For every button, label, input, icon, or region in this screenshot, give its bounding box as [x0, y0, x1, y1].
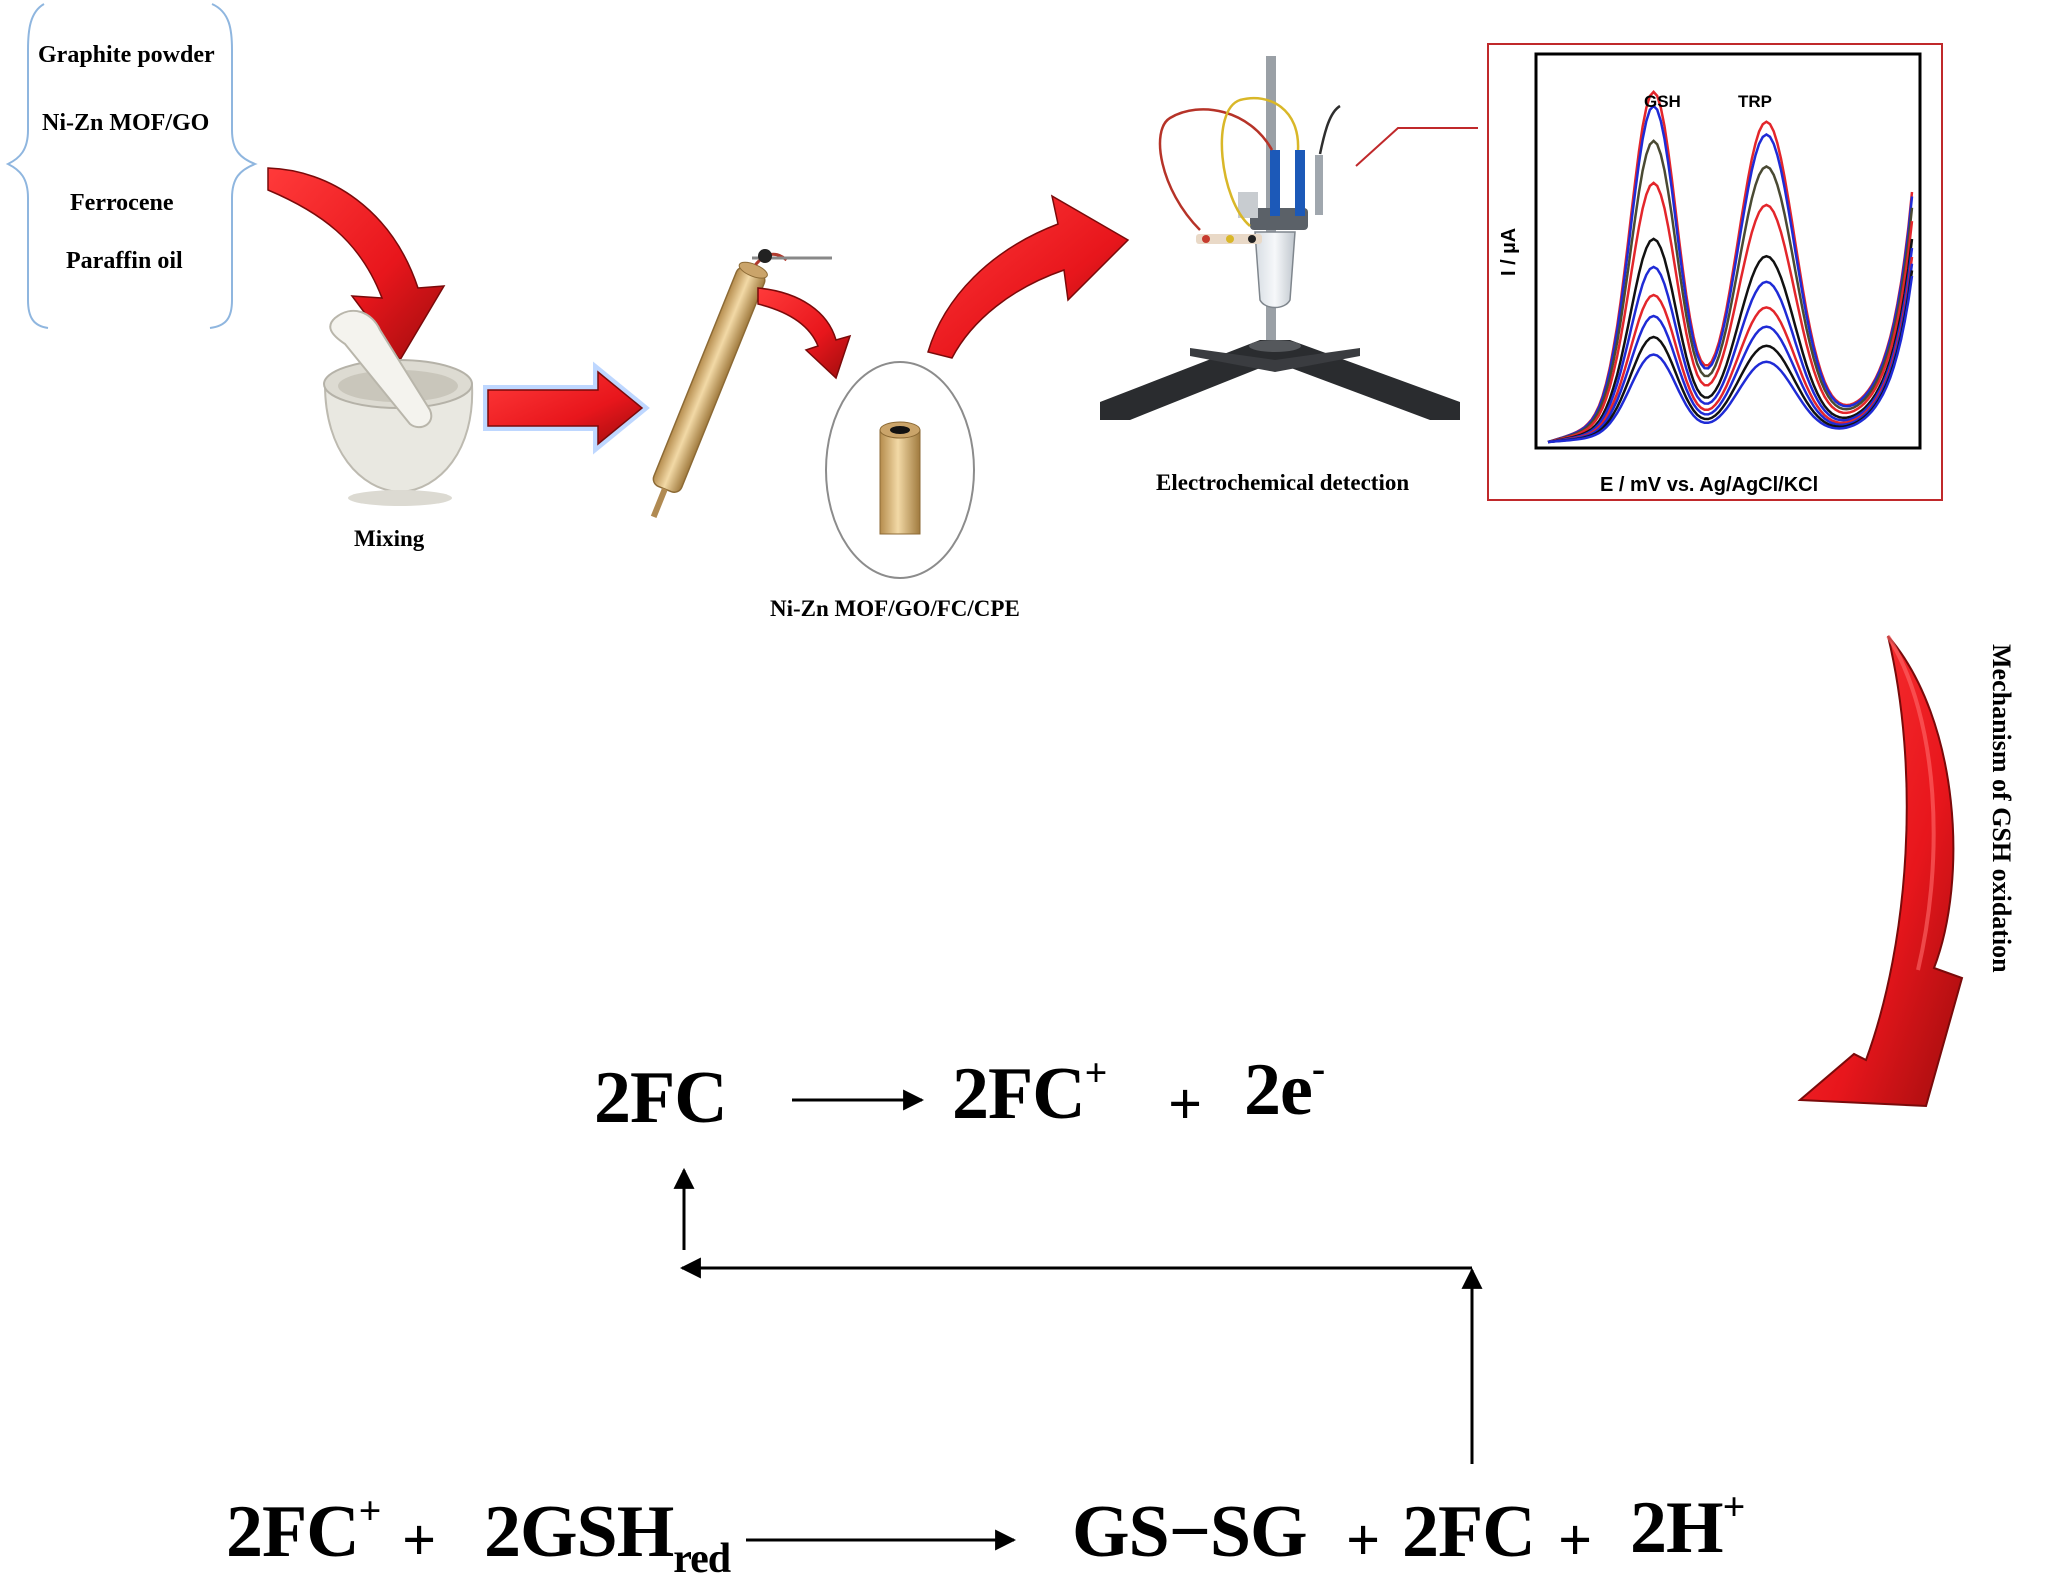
reaction2-plus1: + [402, 1507, 436, 1573]
ingredient-ferrocene: Ferrocene [70, 190, 174, 216]
voltammogram-curve [1547, 270, 1914, 444]
caption-detection: Electrochemical detection [1156, 470, 1410, 495]
reaction2-reactant1: 2FC+ [226, 1488, 382, 1575]
red-arrow-curve-2 [927, 194, 1130, 359]
electrochemical-cell-icon [1100, 56, 1460, 420]
voltammogram-curves [1547, 90, 1914, 444]
reaction2-reactant1-base: 2FC [226, 1491, 360, 1573]
reaction2-product1: GS−SG [1072, 1491, 1308, 1573]
reaction1-product-charge: + [1084, 1050, 1108, 1095]
red-arrow-mechanism [1797, 635, 1964, 1108]
voltammogram-axes [1534, 52, 1922, 450]
mortar-and-pestle-icon [323, 309, 474, 506]
reaction2-product3-base: 2H [1630, 1487, 1724, 1569]
reaction1-plus: + [1168, 1071, 1202, 1137]
voltammogram-curve [1547, 247, 1914, 444]
reaction1-product-base: 2FC [952, 1053, 1086, 1135]
ingredients-bracket [209, 3, 258, 329]
voltammogram-curve [1547, 256, 1914, 444]
voltammogram-curve [1547, 263, 1914, 444]
ingredients-bracket-left [5, 3, 49, 329]
reaction2-reactant2-base: 2GSH [484, 1491, 674, 1573]
caption-electrode: Ni-Zn MOF/GO/FC/CPE [770, 596, 1020, 621]
peak-label-trp: TRP [1738, 92, 1772, 111]
reaction2-product3-charge: + [1722, 1484, 1746, 1529]
voltammogram-curve [1547, 275, 1914, 444]
ingredient-paraffin: Paraffin oil [66, 248, 183, 274]
electrode-icon [650, 252, 788, 518]
reaction2-plus2: + [1346, 1507, 1380, 1573]
red-arrow-straight [483, 361, 650, 455]
red-arrow-curve-1 [267, 167, 446, 362]
voltammogram-curve [1547, 139, 1914, 444]
reaction2-plus3: + [1558, 1507, 1592, 1573]
peak-label-gsh: GSH [1644, 92, 1681, 111]
reaction2-reactant1-charge: + [358, 1488, 382, 1533]
x-axis-label: E / mV vs. Ag/AgCl/KCl [1600, 474, 1819, 496]
reaction1-product: 2FC+ [952, 1050, 1108, 1137]
reaction1-reactant: 2FC [594, 1057, 728, 1139]
voltammogram-curve [1547, 237, 1914, 444]
reaction1-electron-base: 2e [1244, 1049, 1313, 1131]
voltammogram-curve [1547, 181, 1914, 444]
red-arrow-small [757, 287, 852, 380]
callout-line [1355, 127, 1478, 167]
caption-mechanism: Mechanism of GSH oxidation [1987, 644, 2016, 973]
reaction1-electrons: 2e- [1244, 1046, 1325, 1133]
electrode-tip-closeup [825, 361, 975, 579]
reaction2-product2: 2FC [1402, 1491, 1536, 1573]
ingredient-mof-go: Ni-Zn MOF/GO [42, 110, 210, 136]
reaction2-reactant2-sub: red [673, 1536, 731, 1582]
caption-mixing: Mixing [354, 526, 425, 551]
ingredient-graphite: Graphite powder [38, 42, 215, 68]
y-axis-label: I / µA [1498, 227, 1520, 276]
reaction2-product3: 2H+ [1630, 1484, 1746, 1571]
voltammogram-frame [1487, 43, 1943, 501]
reaction2-reactant2: 2GSHred [484, 1490, 731, 1580]
reaction1-electron-charge: - [1311, 1046, 1325, 1091]
voltammogram-curve [1547, 104, 1914, 444]
